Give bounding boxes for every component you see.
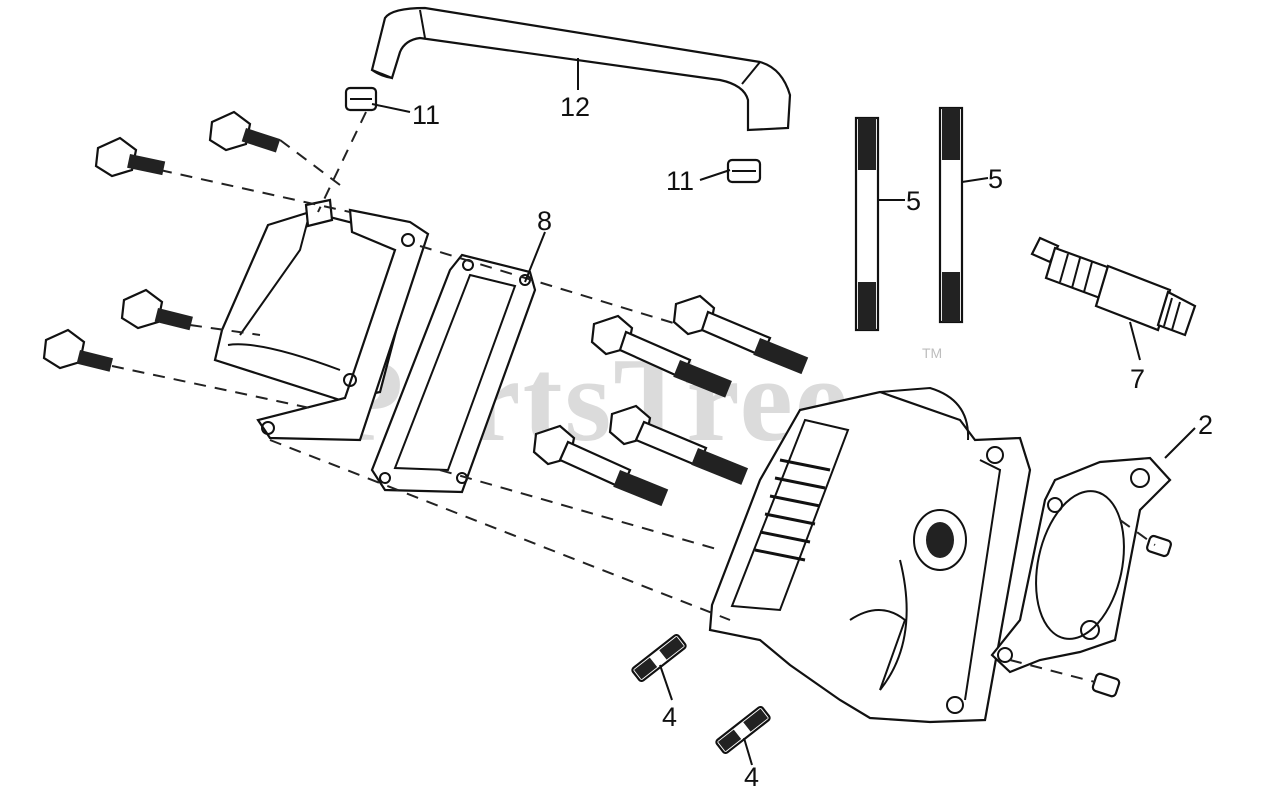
cylinder-head[interactable] bbox=[708, 386, 1032, 724]
callout-7: 7 bbox=[1130, 364, 1145, 394]
callout-2: 2 bbox=[1198, 410, 1213, 440]
callout-4-upper: 4 bbox=[662, 702, 677, 732]
bolt-top-left[interactable] bbox=[94, 136, 166, 178]
bolt-low-left[interactable] bbox=[42, 328, 113, 372]
short-stud-upper[interactable] bbox=[631, 633, 687, 683]
callout-5-right: 5 bbox=[988, 164, 1003, 194]
head-gasket[interactable] bbox=[990, 456, 1172, 674]
callout-8: 8 bbox=[537, 206, 552, 236]
hose-clamp-upper[interactable] bbox=[344, 86, 378, 112]
bolt-top-center[interactable] bbox=[208, 110, 281, 153]
head-bolt-3[interactable] bbox=[608, 404, 749, 485]
callout-labels: 12 11 11 8 5 5 7 2 4 4 bbox=[412, 92, 1213, 790]
head-bolt-4[interactable] bbox=[532, 424, 669, 507]
breather-tube[interactable] bbox=[370, 6, 792, 132]
callout-11-upper: 11 bbox=[412, 100, 440, 130]
callout-11-lower: 11 bbox=[666, 166, 694, 196]
spark-plug[interactable] bbox=[1030, 236, 1197, 337]
assembly-lines bbox=[111, 111, 1156, 683]
head-bolt-1[interactable] bbox=[672, 294, 809, 375]
callout-12: 12 bbox=[560, 92, 590, 122]
leader-lines bbox=[371, 58, 1196, 766]
stud-right[interactable] bbox=[938, 106, 964, 324]
cover-plate[interactable] bbox=[256, 208, 430, 442]
hose-clamp-lower[interactable] bbox=[726, 158, 762, 184]
callout-5-left: 5 bbox=[906, 186, 921, 216]
callout-4-lower: 4 bbox=[744, 762, 759, 790]
cover-gasket[interactable] bbox=[370, 253, 537, 494]
bolt-mid-left[interactable] bbox=[120, 288, 193, 331]
dowel-pin-lower[interactable] bbox=[1091, 672, 1121, 698]
stud-left[interactable] bbox=[854, 116, 880, 332]
head-bolt-2[interactable] bbox=[590, 314, 732, 398]
trademark-symbol: TM bbox=[922, 345, 942, 361]
short-stud-lower[interactable] bbox=[715, 705, 771, 755]
dowel-pin-upper[interactable] bbox=[1146, 534, 1172, 558]
